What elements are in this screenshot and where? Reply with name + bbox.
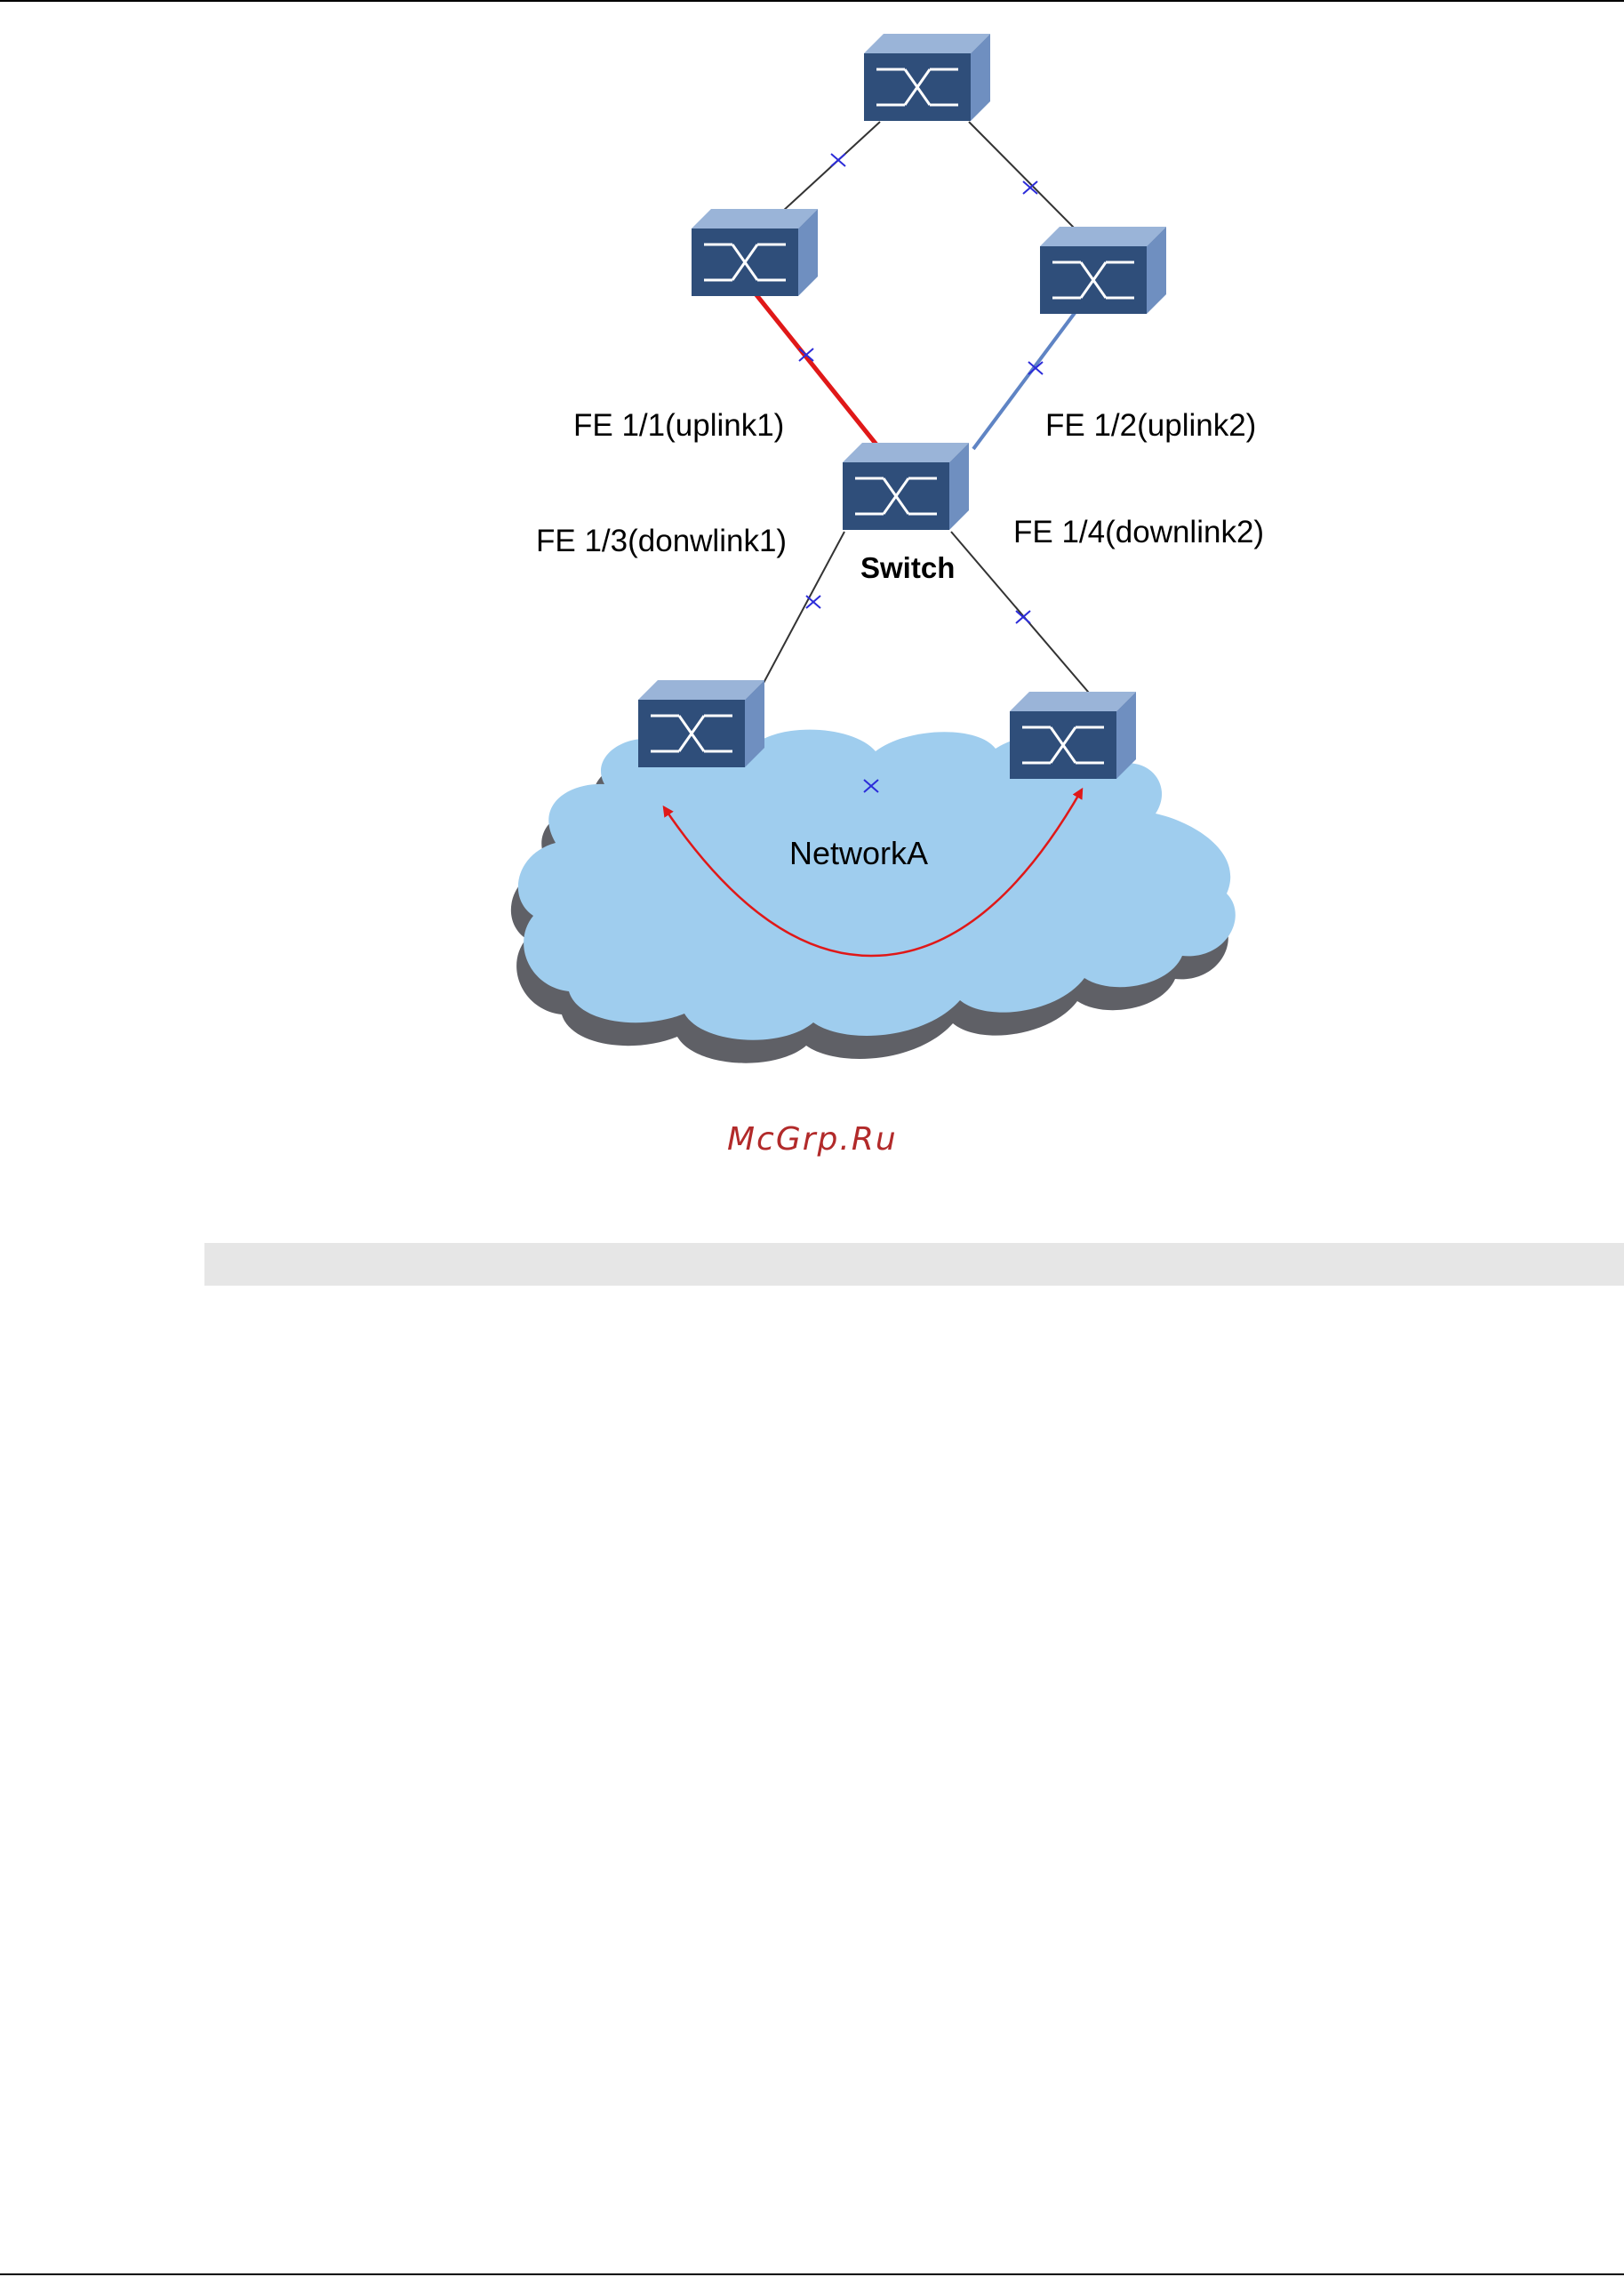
center-switch-icon: [843, 443, 969, 530]
network-cloud: [511, 730, 1236, 1063]
uplink2-label: FE 1/2(uplink2): [1045, 408, 1256, 443]
switch-icon: [692, 209, 818, 296]
switch-icon: [1040, 227, 1166, 314]
block-marker-icon: [806, 596, 820, 608]
switch-icon: [864, 34, 990, 121]
downlink2-label: FE 1/4(downlink2): [1013, 515, 1264, 549]
network-label: NetworkA: [789, 835, 928, 871]
section-divider-bar: [204, 1243, 1624, 1286]
link-top-right: [969, 122, 1076, 229]
watermark-text: McGrp.Ru: [727, 1121, 898, 1158]
switch-icon: [1010, 692, 1136, 779]
link-downlink2: [951, 532, 1093, 698]
block-marker-icon: [831, 154, 845, 166]
downlink1-label: FE 1/3(donwlink1): [536, 524, 787, 558]
uplink1-label: FE 1/1(uplink1): [573, 408, 784, 443]
switch-icon: [638, 680, 764, 767]
link-top-left: [782, 122, 880, 212]
network-topology-diagram: FE 1/1(uplink1) FE 1/2(uplink2) FE 1/3(d…: [0, 0, 1624, 1174]
bottom-rule: [0, 2273, 1624, 2275]
block-marker-icon: [1016, 611, 1030, 623]
switch-label: Switch: [860, 551, 955, 584]
